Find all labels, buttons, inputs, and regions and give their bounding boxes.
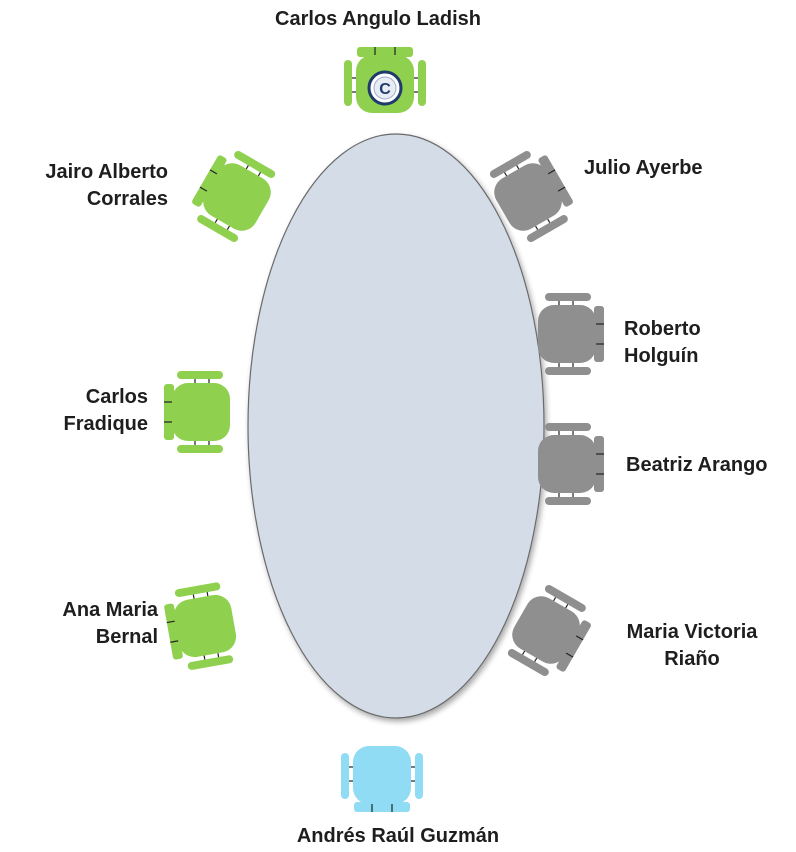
seat-right-4 bbox=[507, 584, 591, 677]
chair-armrest bbox=[177, 445, 223, 453]
chair-backrest bbox=[594, 436, 604, 492]
chair-seat bbox=[512, 596, 580, 664]
chair-tick bbox=[217, 653, 220, 658]
chair-seat bbox=[353, 746, 411, 804]
chair-armrest bbox=[545, 497, 591, 505]
chair-tick bbox=[565, 652, 574, 658]
chair-tick bbox=[553, 597, 557, 602]
chair-armrest bbox=[418, 60, 426, 106]
chair-backrest bbox=[556, 620, 591, 672]
chair-armrest bbox=[177, 371, 223, 379]
seat-right-1 bbox=[489, 150, 573, 243]
chair-armrest bbox=[507, 649, 549, 677]
chair-seat bbox=[538, 435, 596, 493]
chair-seat bbox=[494, 163, 562, 231]
seat-left-2 bbox=[164, 371, 230, 453]
chair-tick bbox=[522, 650, 526, 655]
chair-tick bbox=[257, 172, 261, 177]
chair-armrest bbox=[341, 753, 349, 799]
seat-right-2 bbox=[538, 293, 604, 375]
chair-armrest bbox=[544, 584, 586, 612]
chair-armrest bbox=[344, 60, 352, 106]
chair-backrest bbox=[192, 155, 227, 207]
chair-armrest bbox=[415, 753, 423, 799]
chair-tick bbox=[170, 640, 179, 643]
chair-badge-icon: C bbox=[367, 70, 403, 106]
chair-tick bbox=[166, 620, 175, 624]
chair-tick bbox=[516, 165, 520, 170]
chair-tick bbox=[557, 186, 566, 192]
chair-armrest bbox=[526, 215, 568, 243]
chair-tick bbox=[226, 225, 230, 230]
chair-armrest bbox=[187, 655, 234, 670]
chair-tick bbox=[565, 604, 569, 609]
chair-tick bbox=[206, 592, 209, 597]
chair-backrest bbox=[538, 155, 573, 207]
chair-backrest bbox=[594, 306, 604, 362]
seat-bottom bbox=[341, 746, 423, 812]
chair-tick bbox=[214, 218, 218, 223]
chair-armrest bbox=[545, 367, 591, 375]
chair-armrest bbox=[545, 293, 591, 301]
chair-tick bbox=[199, 186, 208, 192]
chair-seat bbox=[203, 163, 271, 231]
chair-armrest bbox=[234, 150, 276, 178]
chair-badge-letter: C bbox=[379, 81, 391, 98]
seat-label-right-3: Beatriz Arango bbox=[626, 454, 768, 476]
chair-armrest bbox=[197, 215, 239, 243]
chair-armrest bbox=[545, 423, 591, 431]
chair-armrest bbox=[489, 150, 531, 178]
chair-seat bbox=[173, 594, 237, 658]
chair-tick bbox=[245, 165, 249, 170]
chair-tick bbox=[575, 635, 584, 641]
conference-table bbox=[247, 133, 545, 719]
chair-tick bbox=[203, 655, 206, 660]
chair-backrest bbox=[164, 603, 183, 660]
chair-tick bbox=[547, 218, 551, 223]
chair-backrest bbox=[354, 802, 410, 812]
chair-backrest bbox=[164, 384, 174, 440]
chair-tick bbox=[547, 169, 556, 175]
chair-tick bbox=[534, 657, 538, 662]
chair-tick bbox=[192, 594, 195, 599]
chair-seat bbox=[538, 305, 596, 363]
chair-backrest bbox=[357, 47, 413, 57]
seat-label-right-1: Julio Ayerbe bbox=[584, 157, 703, 179]
seat-left-3 bbox=[164, 582, 237, 670]
seat-right-3 bbox=[538, 423, 604, 505]
seat-label-top: Carlos Angulo Ladish bbox=[275, 8, 481, 30]
seat-label-bottom: Andrés Raúl Guzmán bbox=[296, 825, 500, 847]
chair-tick bbox=[209, 169, 218, 175]
chair-tick bbox=[535, 225, 539, 230]
chair-armrest bbox=[174, 582, 221, 598]
chair-tick bbox=[504, 172, 508, 177]
chair-seat bbox=[172, 383, 230, 441]
seat-left-1 bbox=[192, 150, 276, 243]
